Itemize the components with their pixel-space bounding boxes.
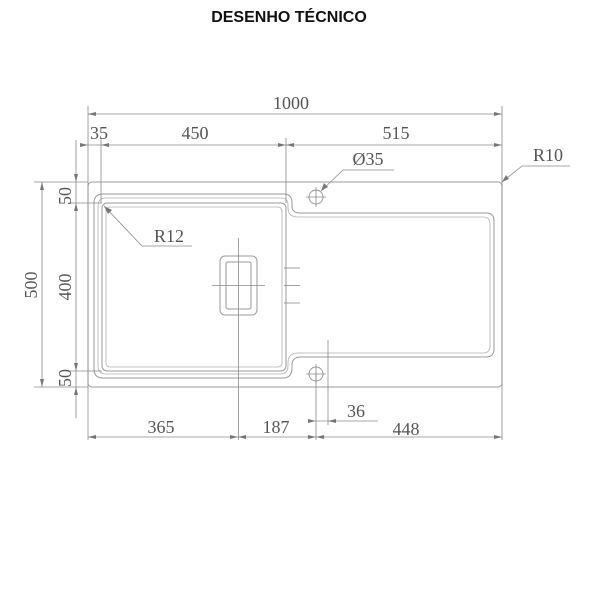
dim-tap-hole: Ø35 xyxy=(353,149,384,169)
arrow xyxy=(74,387,78,395)
dim-left-margin: 35 xyxy=(90,123,108,143)
arrow xyxy=(88,435,96,439)
sink-bowl xyxy=(101,202,287,372)
dim-top-margin: 50 xyxy=(55,187,75,205)
dim-bottom-margin: 50 xyxy=(55,369,75,387)
arrow xyxy=(321,183,328,191)
dim-hole-to-edge: 448 xyxy=(393,419,420,439)
arrow xyxy=(308,419,316,423)
arrow xyxy=(230,435,238,439)
dim-bowl-width: 450 xyxy=(182,123,209,143)
arrow xyxy=(74,363,78,371)
arrow xyxy=(88,112,96,116)
leader-line xyxy=(103,205,143,247)
arrow xyxy=(101,143,109,147)
dim-drain-to-hole: 187 xyxy=(263,417,290,437)
dim-overall-width: 1000 xyxy=(273,93,309,113)
dim-hole-from-edge: 36 xyxy=(347,401,365,421)
arrow xyxy=(40,379,44,387)
arrow xyxy=(238,435,246,439)
arrow xyxy=(308,435,316,439)
arrow xyxy=(502,175,509,182)
arrow xyxy=(74,174,78,182)
arrow xyxy=(40,182,44,190)
sink-bowl-inner xyxy=(105,206,283,368)
arrow xyxy=(494,112,502,116)
drainer-contour-inner xyxy=(97,197,491,375)
arrow xyxy=(104,206,112,214)
dim-corner-radius-bowl: R12 xyxy=(154,226,184,246)
arrow xyxy=(328,419,336,423)
dim-bowl-depth: 400 xyxy=(55,274,75,301)
dim-drainer-width: 515 xyxy=(383,123,410,143)
arrow xyxy=(278,143,286,147)
dim-drain-offset: 365 xyxy=(148,417,175,437)
drainer-contour xyxy=(93,193,495,379)
drawing-title: DESENHO TÉCNICO xyxy=(211,7,367,26)
arrow xyxy=(286,143,294,147)
arrow xyxy=(494,435,502,439)
dim-corner-radius-outer: R10 xyxy=(533,145,563,165)
arrow xyxy=(316,435,324,439)
arrow xyxy=(74,203,78,211)
dim-overall-depth: 500 xyxy=(21,272,41,299)
arrow xyxy=(80,143,88,147)
arrow xyxy=(494,143,502,147)
